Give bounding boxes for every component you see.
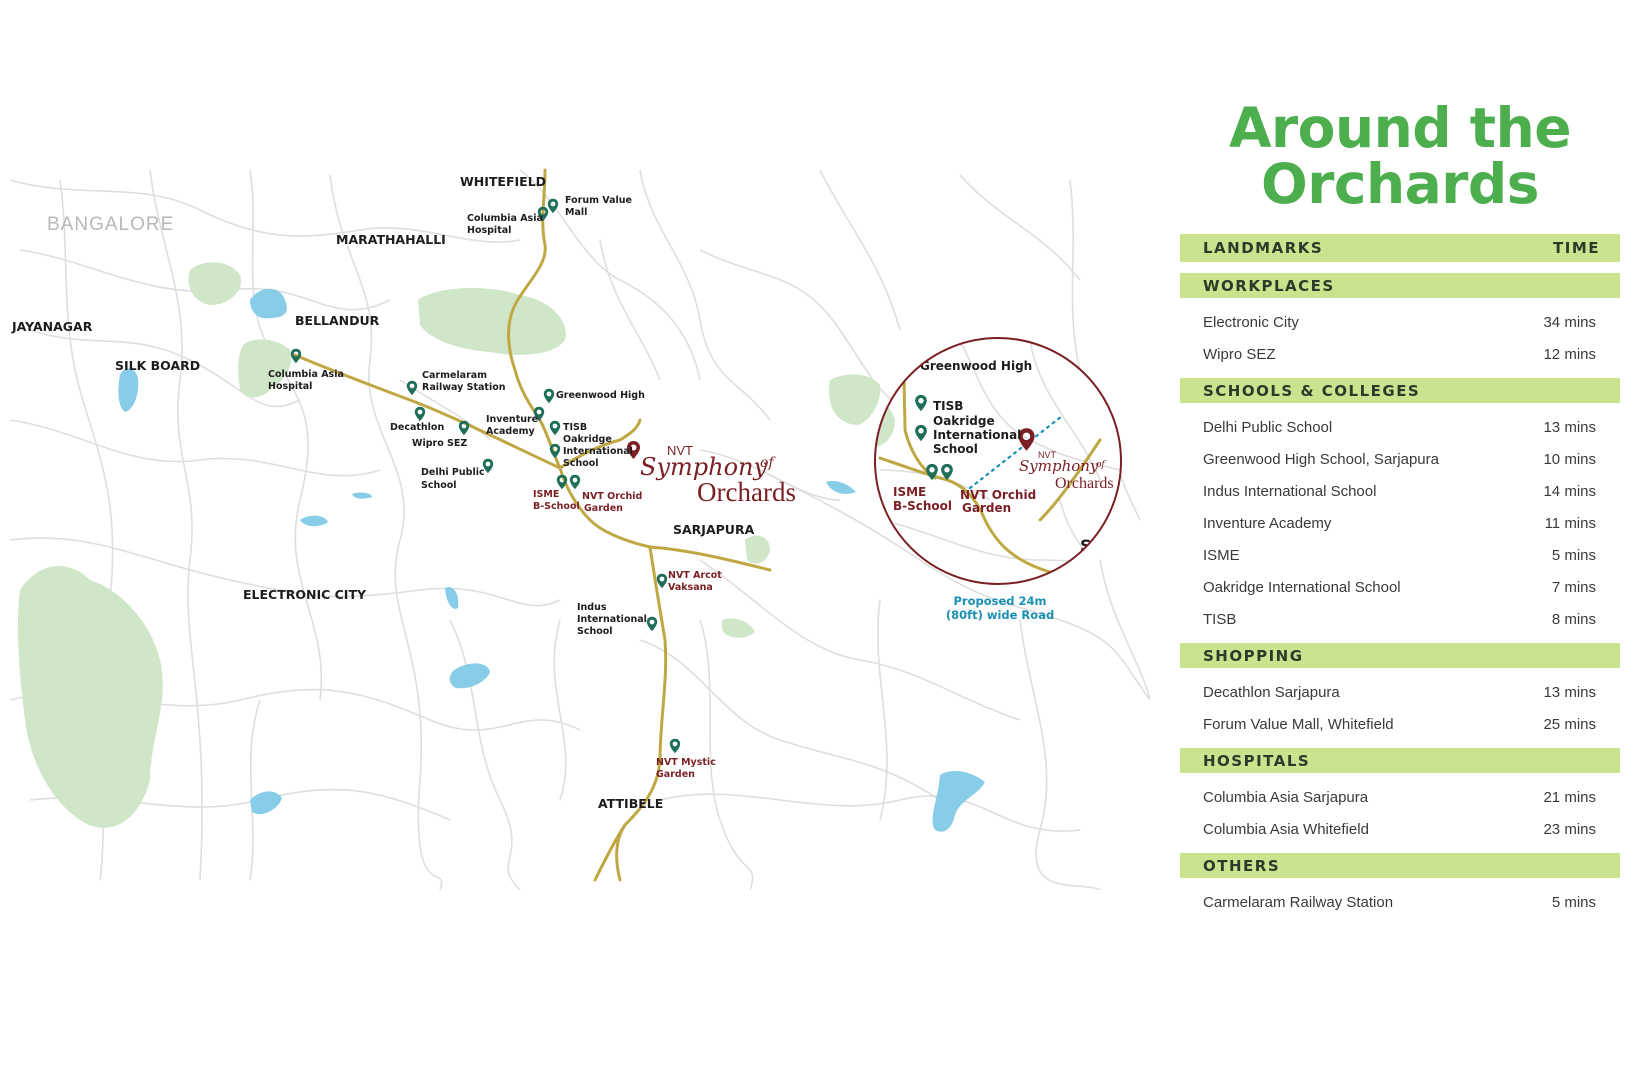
label-electronic-city: ELECTRONIC CITY — [243, 587, 367, 602]
label-wipro-sez: Wipro SEZ — [412, 438, 467, 449]
pin-icon — [549, 443, 561, 459]
pin-icon — [414, 406, 426, 422]
inset-road-note: Proposed 24m(80ft) wide Road — [946, 594, 1054, 622]
landmarks-panel: Around the Orchards LANDMARKS TIME WORKP… — [1180, 100, 1620, 926]
label-attibele: ATTIBELE — [598, 796, 663, 811]
pin-icon — [656, 573, 668, 589]
main-roads — [293, 168, 772, 882]
panel-title: Around the Orchards — [1180, 100, 1620, 212]
green-spaces — [17, 262, 881, 828]
label-silk-board: SILK BOARD — [115, 358, 200, 373]
area-labels: BANGALORE WHITEFIELD MARATHAHALLI BELLAN… — [11, 174, 755, 811]
section-header: WORKPLACES — [1180, 273, 1620, 298]
label-tisb: TISB — [563, 422, 587, 433]
table-header: LANDMARKS TIME — [1180, 234, 1620, 262]
section-header: SCHOOLS & COLLEGES — [1180, 378, 1620, 403]
label-jayanagar: JAYANAGAR — [11, 319, 93, 334]
logo-orchards: Orchards — [697, 477, 796, 507]
logo-nvt: NVT — [667, 443, 693, 458]
logo-symphony: Symphony — [640, 453, 767, 481]
pin-icon — [569, 474, 581, 490]
label-greenwood-high: Greenwood High — [556, 390, 645, 401]
label-decathlon: Decathlon — [390, 422, 444, 433]
label-marathahalli: MARATHAHALLI — [336, 232, 446, 247]
section-header: OTHERS — [1180, 853, 1620, 878]
label-whitefield: WHITEFIELD — [460, 174, 546, 189]
inset-logo-symphony: Symphony — [1019, 457, 1099, 475]
header-time: TIME — [1553, 239, 1600, 257]
pin-icon — [646, 616, 658, 632]
inset-label-tisb: TISB — [933, 399, 963, 413]
panel-title-line2: Orchards — [1261, 152, 1539, 216]
inset-logo-nvt: NVT — [1038, 450, 1057, 460]
water-bodies — [118, 288, 985, 832]
section-header: SHOPPING — [1180, 643, 1620, 668]
logo-of: of — [760, 455, 776, 471]
label-bellandur: BELLANDUR — [295, 313, 380, 328]
pin-icon — [669, 738, 681, 754]
pin-icon — [549, 420, 561, 436]
label-bangalore: BANGALORE — [47, 214, 174, 235]
inset-logo-of: of — [1096, 460, 1106, 470]
label-sarjapura: SARJAPURA — [673, 522, 755, 537]
pin-icon — [543, 388, 555, 404]
pin-icon — [458, 420, 470, 436]
panel-title-line1: Around the — [1228, 96, 1572, 160]
inset-logo-orchards: Orchards — [1055, 475, 1114, 492]
project-logo: NVT Symphony of Orchards — [640, 443, 796, 507]
inset-label-greenwood: Greenwood High — [920, 359, 1032, 373]
section-header: HOSPITALS — [1180, 748, 1620, 773]
header-landmarks: LANDMARKS — [1203, 239, 1324, 257]
